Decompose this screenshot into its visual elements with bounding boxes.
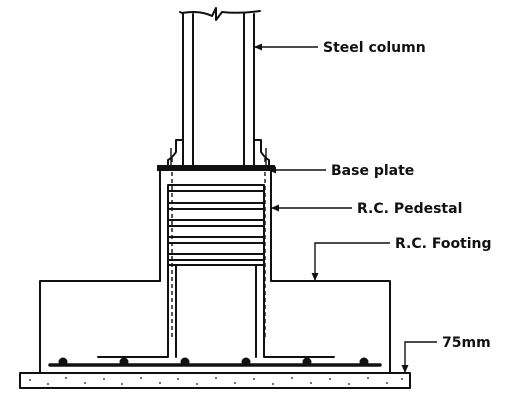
lean-concrete-layer [19, 372, 411, 389]
lean-concrete-outline [19, 372, 411, 389]
pedestal-ties [167, 184, 265, 266]
arrow-pedestal [271, 204, 279, 212]
label-lean-concrete: 75mm [442, 335, 491, 351]
label-steel-column: Steel column [323, 40, 426, 56]
pedestal-bar-left [97, 264, 169, 358]
base-plate [157, 165, 275, 171]
rc-pedestal [159, 170, 272, 282]
bar-section [302, 357, 312, 367]
leader-lean-concrete [404, 341, 437, 373]
cleat-angle-left [167, 139, 184, 167]
concrete-speckle [29, 377, 403, 385]
footing-reinforcement [48, 357, 382, 367]
cleat-angle-right [253, 139, 270, 167]
arrow-footing [311, 273, 319, 281]
cleat-angles [167, 139, 270, 167]
bar-section [58, 357, 68, 367]
arrow-base-plate [268, 166, 276, 174]
bar-section [180, 357, 190, 367]
arrow-lean-concrete [401, 365, 409, 373]
column-break-line [179, 7, 261, 21]
label-pedestal: R.C. Pedestal [357, 201, 462, 217]
leaders [254, 43, 437, 373]
pedestal-longitudinal-bars [97, 264, 335, 358]
label-footing: R.C. Footing [395, 236, 492, 252]
leader-footing [314, 242, 390, 281]
pedestal-bar-right [263, 264, 335, 358]
bar-section [241, 357, 251, 367]
footing-outline [39, 280, 391, 374]
arrow-steel-column [254, 43, 262, 51]
steel-column [179, 7, 261, 166]
bar-section [359, 357, 369, 367]
bar-section [119, 357, 129, 367]
label-base-plate: Base plate [331, 163, 414, 179]
rc-footing [39, 280, 391, 374]
